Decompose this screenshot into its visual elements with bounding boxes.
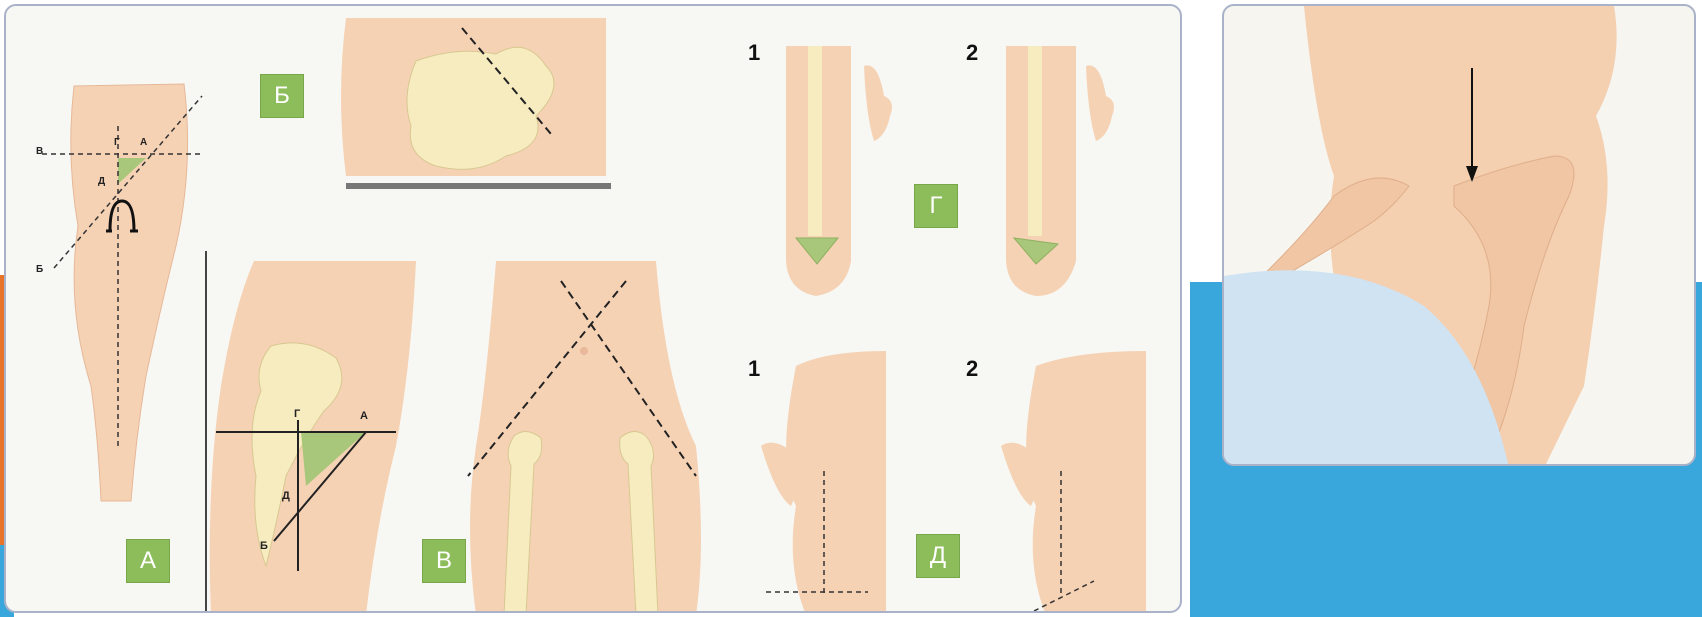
pelvis-front-figure — [468, 261, 701, 613]
badge-d: Д — [916, 534, 960, 578]
anatomy-drawings — [6, 6, 1182, 613]
label-line-v: В — [36, 146, 43, 157]
badge-b: Б — [260, 74, 304, 118]
leg-figure — [42, 84, 202, 501]
label-hip-g: Г — [294, 408, 300, 420]
badge-g: Г — [914, 184, 958, 228]
examination-illustration — [1222, 4, 1696, 466]
view-number-1-bottom: 1 — [748, 356, 760, 382]
label-line-b: Б — [36, 264, 43, 275]
view-number-2-bottom: 2 — [966, 356, 978, 382]
label-hip-b: Б — [260, 540, 268, 552]
label-hip-d: Д — [282, 490, 290, 502]
badge-v: В — [422, 539, 466, 583]
forearm-views-top — [786, 46, 1114, 296]
hip-figure — [210, 261, 416, 613]
view-number-1-top: 1 — [748, 40, 760, 66]
label-point-g: Г — [114, 137, 120, 148]
diagram-panel: А Б В Г Д 1 2 1 2 В Г А Д Б Г А Д Б — [4, 4, 1182, 613]
back-exam-drawing — [1224, 6, 1696, 466]
label-hip-a: А — [360, 410, 368, 422]
badge-a: А — [126, 539, 170, 583]
label-point-d: Д — [98, 176, 105, 187]
view-number-2-top: 2 — [966, 40, 978, 66]
pelvis-side-figure — [341, 18, 611, 189]
label-point-a: А — [140, 137, 147, 148]
